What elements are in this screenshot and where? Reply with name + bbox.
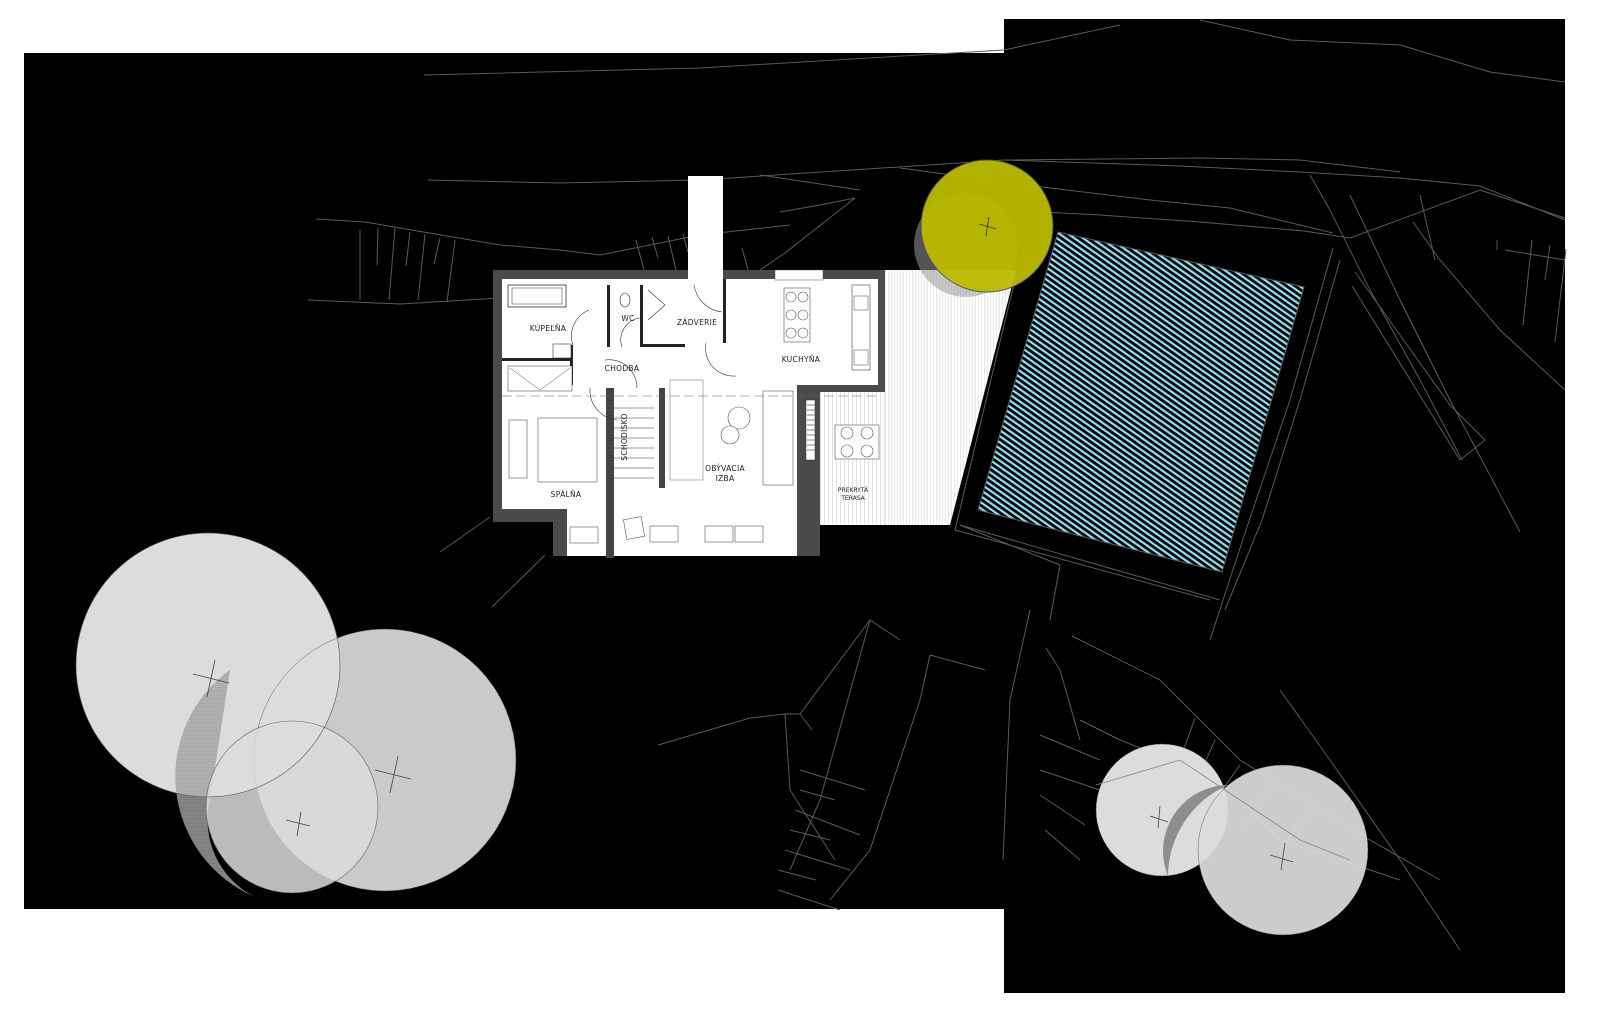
room-label-izba: IZBA [716, 474, 735, 483]
trees-group-right [1095, 743, 1369, 936]
tree-center-cross-icon [978, 216, 997, 237]
tree-center-cross-icon [1149, 805, 1294, 871]
room-label-chodba: CHODBA [605, 364, 640, 373]
highlighted-tree [914, 159, 1054, 297]
house-floor-plan [493, 269, 885, 558]
room-label-spalna: SPÁLŇA [551, 490, 582, 499]
trees-group-left [75, 532, 517, 897]
entrance-path [688, 176, 723, 272]
room-label-kuchyna: KUCHYŇA [782, 355, 821, 364]
room-label-wc: WC [621, 314, 634, 323]
outdoor-deck [885, 270, 1016, 525]
room-label-terasa: TERASA [840, 495, 865, 502]
tree-center-cross-icon [192, 659, 412, 837]
room-label-obyvacia: OBÝVACIA [705, 464, 745, 473]
room-label-prekryta: PREKRYTÁ [838, 487, 869, 494]
room-label-kupelna: KÚPEĽŇA [530, 324, 567, 333]
room-labels: KÚPEĽŇA WC ZÁDVERIE KUCHYŇA CHODBA SCHOD… [530, 314, 869, 502]
pool [954, 227, 1305, 601]
room-label-schodisko: SCHODISKO [620, 413, 629, 460]
room-label-zadverie: ZÁDVERIE [677, 318, 717, 327]
